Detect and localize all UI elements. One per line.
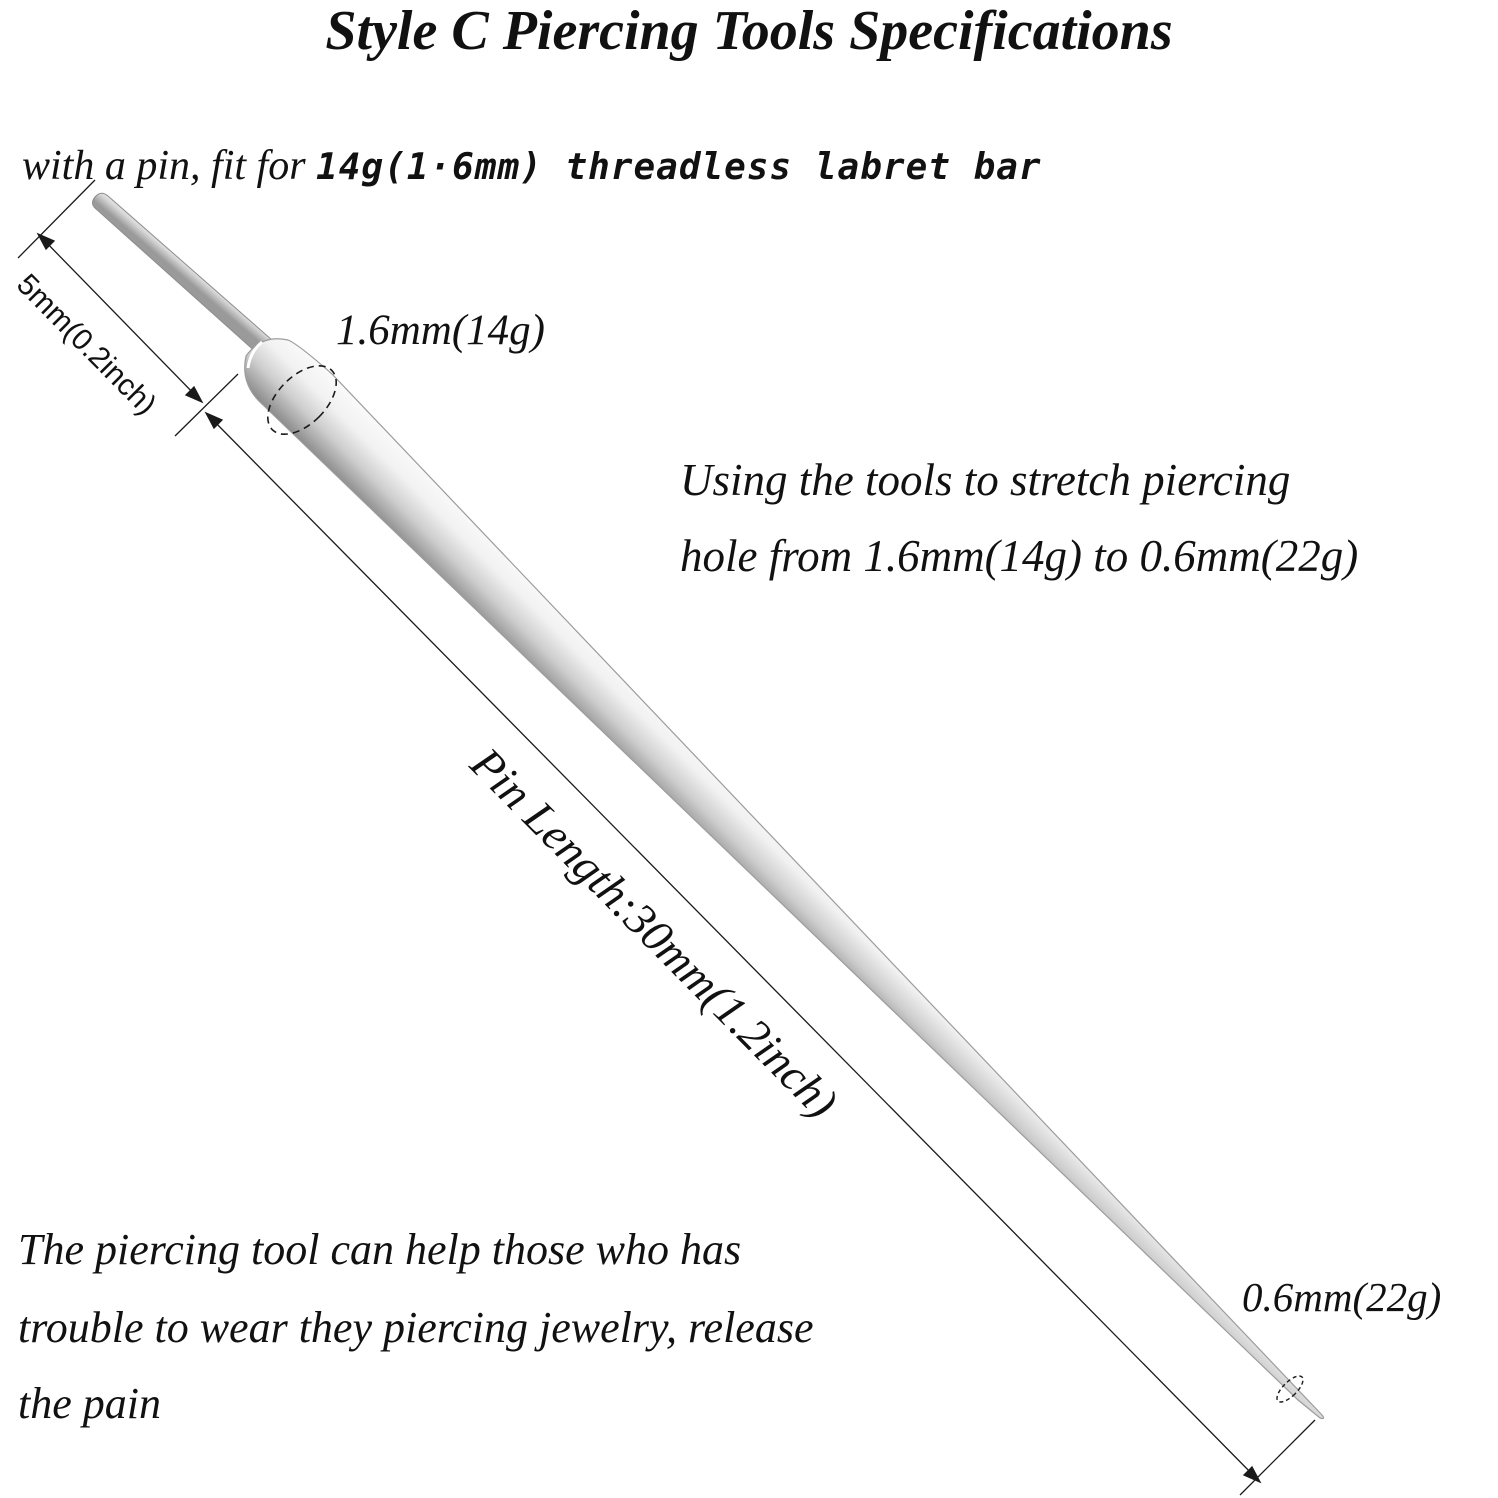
help-text-line: trouble to wear they piercing jewelry, r… xyxy=(18,1303,814,1352)
help-text-line: the pain xyxy=(18,1379,161,1428)
threadless-pin xyxy=(92,192,273,355)
small-end-gauge-marker xyxy=(1276,1375,1304,1403)
pin-fit-prefix: with a pin, fit for xyxy=(22,143,317,189)
pin-fit-spec: 14g(1·6mm) threadless labret bar xyxy=(316,147,1042,188)
small-end-gauge-label: 0.6mm(22g) xyxy=(1242,1274,1442,1320)
usage-line: Using the tools to stretch piercing xyxy=(680,455,1291,505)
page-title: Style C Piercing Tools Specifications xyxy=(325,0,1173,62)
large-end-gauge-marker xyxy=(266,364,338,436)
usage-line: hole from 1.6mm(14g) to 0.6mm(22g) xyxy=(680,531,1359,581)
pin-length-dimension xyxy=(174,373,1316,1496)
pin-fit-note: with a pin, fit for 14g(1·6mm) threadles… xyxy=(22,138,1042,196)
large-end-gauge-label: 1.6mm(14g) xyxy=(336,307,545,354)
taper-body xyxy=(244,338,1325,1420)
end-pin-length-dimension xyxy=(17,179,204,404)
help-text-line: The piercing tool can help those who has xyxy=(18,1225,742,1274)
